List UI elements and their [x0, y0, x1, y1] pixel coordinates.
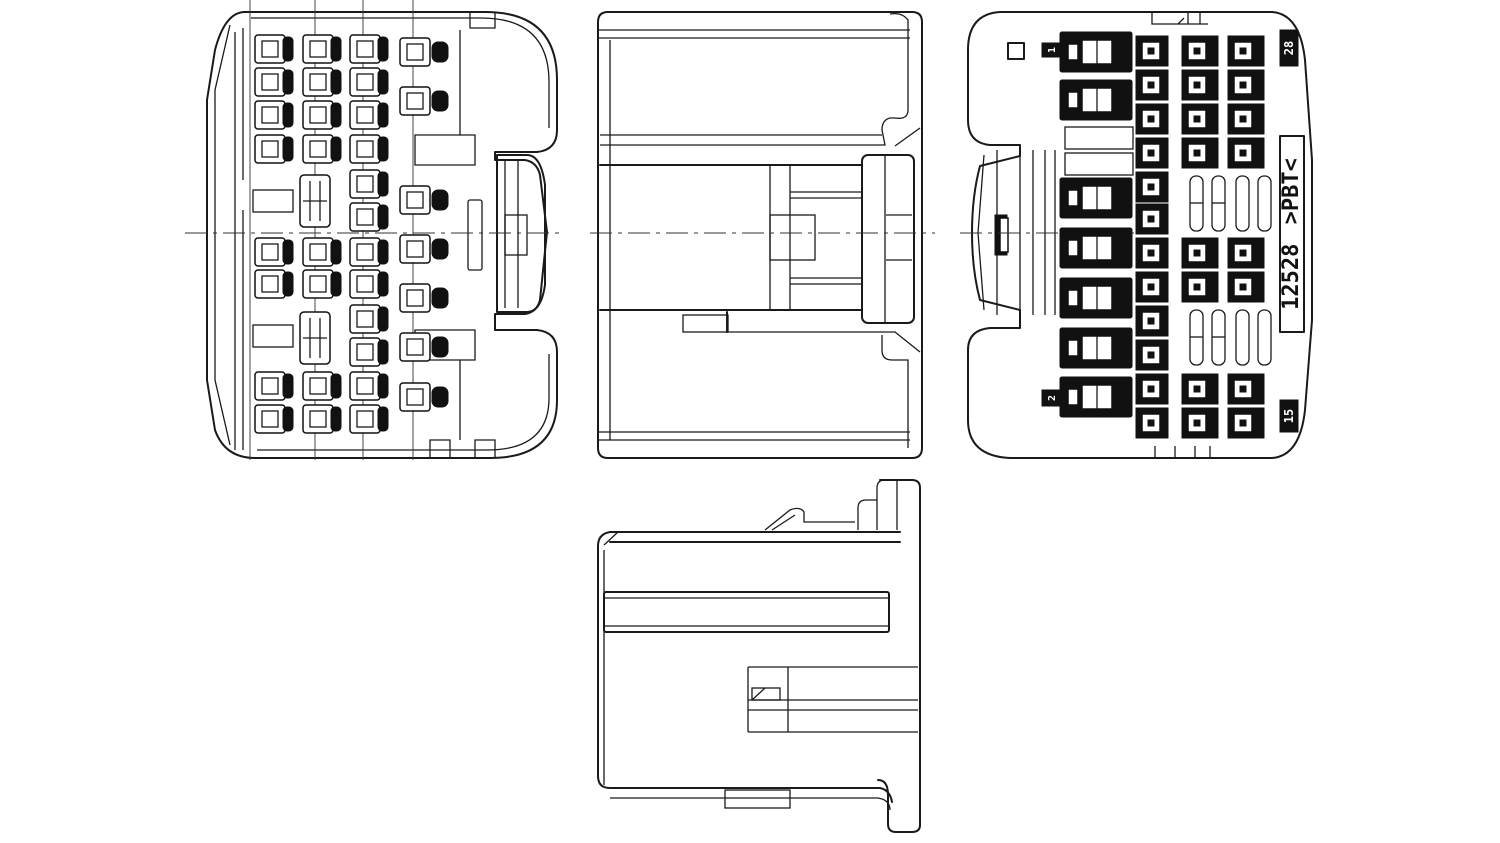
pin-label-bottom: 15 [1279, 399, 1299, 433]
svg-text:1: 1 [1047, 47, 1058, 53]
pin-label-top: 28 [1279, 29, 1299, 67]
svg-text:28: 28 [1282, 41, 1296, 55]
side-view [590, 470, 935, 840]
part-marking: 12528 >PBT< [1279, 135, 1305, 333]
pin-label-left-top: 1 [1041, 42, 1061, 58]
front-view [185, 0, 565, 470]
part-code-text: 12528 [1279, 244, 1304, 310]
pin-label-left-bottom: 2 [1041, 389, 1061, 407]
svg-text:2: 2 [1047, 395, 1058, 401]
top-view [590, 0, 935, 470]
svg-text:12528 >PBT<: 12528 >PBT< [1279, 158, 1304, 310]
svg-text:15: 15 [1282, 409, 1296, 423]
material-text: >PBT< [1279, 158, 1304, 224]
rear-view: 1 2 [960, 0, 1320, 470]
